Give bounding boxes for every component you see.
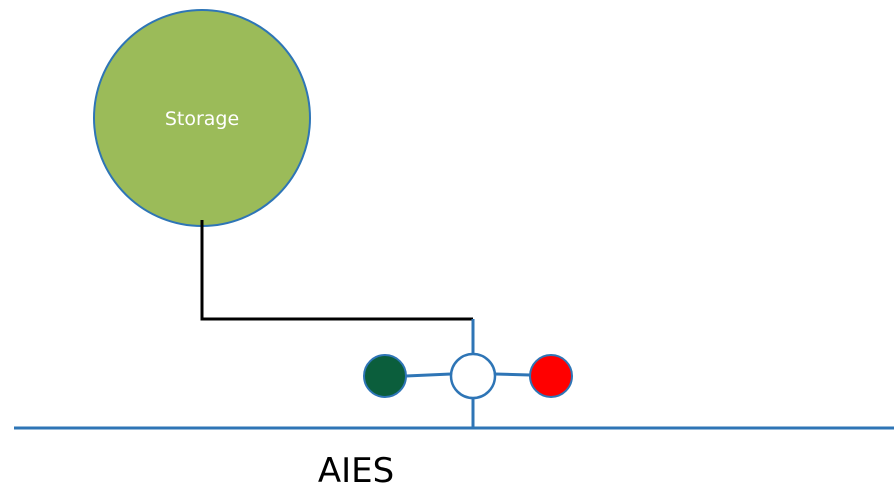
breaker-link-left [405,372,452,378]
breaker-link-right [494,372,531,377]
storage-label: Storage [165,108,239,130]
storage-connector-line [200,220,473,321]
closed-status-indicator [363,354,407,398]
bus-label: AIES [318,451,394,486]
breaker-switch-symbol [449,352,497,400]
open-status-indicator [529,354,573,398]
